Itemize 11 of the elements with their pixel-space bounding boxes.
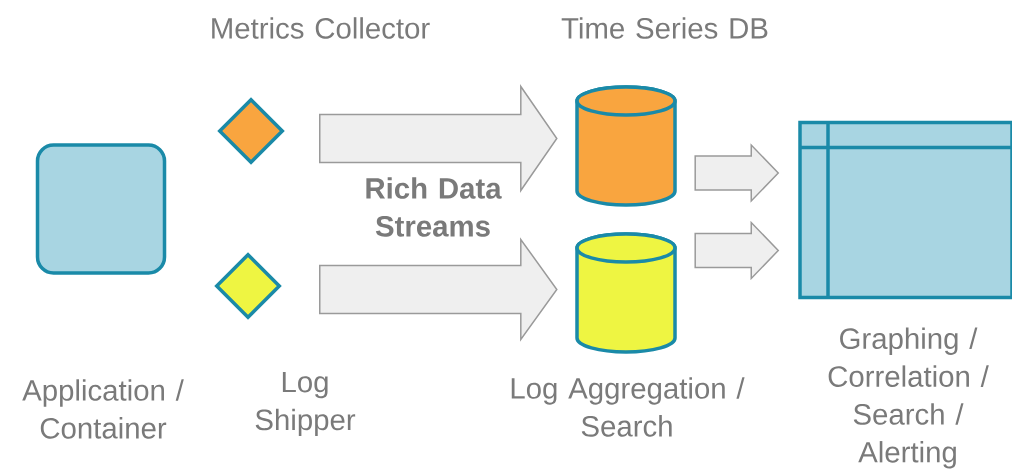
- node-label: Time Series DB: [561, 17, 768, 39]
- node-label: Log Shipper: [255, 371, 356, 437]
- node-label: Graphing / Correlation / Search / Alerting: [828, 327, 989, 469]
- node-label: Metrics Collector: [212, 17, 430, 39]
- node-label: Application / Container: [22, 379, 184, 439]
- block-arrow: [694, 143, 780, 203]
- annotation-label: Rich Data Streams: [366, 177, 502, 237]
- block-arrow: [694, 220, 780, 281]
- block-arrow: [319, 84, 558, 193]
- node-label: Log Aggregation / Search: [511, 377, 745, 437]
- block-arrow: [319, 237, 558, 342]
